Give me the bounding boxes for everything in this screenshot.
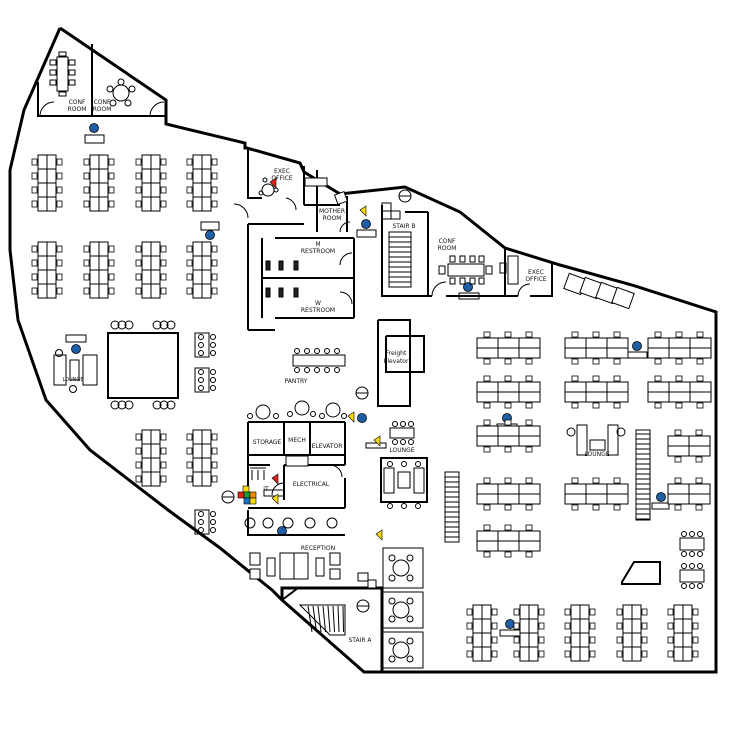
desk-cluster [83, 241, 115, 299]
pantry: PANTRY [285, 348, 346, 385]
desk-cluster [564, 375, 629, 409]
camera-icon[interactable] [269, 177, 277, 189]
desk-cluster [564, 331, 629, 365]
desk-cluster [476, 375, 541, 409]
electrical-label: ELECTRICAL [293, 481, 330, 488]
desk-cluster [466, 604, 498, 662]
mech-label: MECH [288, 437, 306, 444]
desk-cluster [667, 429, 711, 463]
access-point-icon[interactable] [656, 492, 666, 502]
access-points [71, 123, 666, 629]
reception-label: RECEPTION [301, 545, 335, 552]
device-yellow-icon[interactable] [242, 485, 250, 493]
lounge-right-label: LOUNGE [584, 451, 609, 458]
pantry-label: PANTRY [285, 378, 308, 385]
desk-cluster [667, 477, 711, 511]
workstations-right [476, 331, 712, 558]
workstations-south [466, 604, 699, 662]
fire-extinguisher-icon [398, 189, 412, 203]
camera-icon[interactable] [359, 205, 367, 217]
fire-extinguishers [221, 189, 412, 613]
fire-extinguisher-icon [221, 490, 235, 504]
desk-cluster [31, 241, 63, 299]
desk-cluster [186, 241, 218, 299]
camera-icon[interactable] [375, 529, 383, 541]
stair-b-label: STAIR B [392, 223, 415, 230]
fire-extinguisher-icon [355, 386, 369, 400]
device-red-icon[interactable] [237, 491, 245, 499]
fire-extinguisher-icon [356, 599, 370, 613]
camera-icon[interactable] [347, 411, 355, 423]
desk-cluster [513, 604, 545, 662]
camera-icon[interactable] [271, 493, 279, 505]
camera-icon[interactable] [271, 473, 279, 485]
storage-label: STORAGE [253, 439, 282, 446]
desk-cluster [564, 604, 596, 662]
device-blue-icon[interactable] [243, 497, 251, 505]
lounge-mid: LOUNGE [380, 421, 460, 543]
stair-b: STAIR B [381, 202, 429, 297]
access-point-icon[interactable] [361, 219, 371, 229]
desk-cluster [616, 604, 648, 662]
desk-cluster [647, 331, 712, 365]
access-point-icon[interactable] [89, 123, 99, 133]
camera-icon[interactable] [373, 435, 381, 447]
desk-cluster [186, 429, 218, 487]
elevator-label: ELEVATOR [312, 443, 343, 450]
core-shaft-east [621, 561, 661, 585]
desk-cluster [476, 524, 541, 558]
desk-cluster [186, 154, 218, 212]
collab-area-left: LOUNGE [53, 320, 216, 535]
device-yellow-icon[interactable] [249, 497, 257, 505]
desk-cluster [667, 604, 699, 662]
workstations-left [31, 154, 218, 487]
desk-cluster [647, 375, 712, 409]
round-tables-south [382, 547, 424, 669]
lounge-mid-label: LOUNGE [389, 447, 414, 454]
lounge-right: LOUNGE [566, 424, 651, 521]
lounge-left-label: LOUNGE [63, 377, 84, 383]
desk-cluster [83, 154, 115, 212]
desk-cluster [564, 477, 629, 511]
desk-cluster [135, 154, 167, 212]
desk-cluster [476, 419, 541, 453]
network-rack-devices [237, 177, 383, 541]
desk-cluster [476, 477, 541, 511]
stair-a-label: STAIR A [348, 637, 372, 644]
desk-cluster [135, 241, 167, 299]
access-point-icon[interactable] [357, 413, 367, 423]
reception: RECEPTION [244, 510, 377, 589]
access-point-icon[interactable] [505, 619, 515, 629]
desk-cluster [31, 154, 63, 212]
device-orange-icon[interactable] [249, 491, 257, 499]
stair-a: STAIR A [281, 587, 372, 644]
desk-cluster [135, 429, 167, 487]
access-point-icon[interactable] [632, 341, 642, 351]
right-small-tables [679, 531, 705, 589]
desk-cluster [476, 331, 541, 365]
device-green-icon[interactable] [243, 491, 251, 499]
access-point-icon[interactable] [205, 230, 215, 240]
it-label: IT [263, 486, 269, 493]
core-south: STORAGE MECH ELEVATOR ELECTRICAL IT [247, 400, 347, 509]
access-point-icon[interactable] [71, 344, 81, 354]
access-point-icon[interactable] [463, 282, 473, 292]
